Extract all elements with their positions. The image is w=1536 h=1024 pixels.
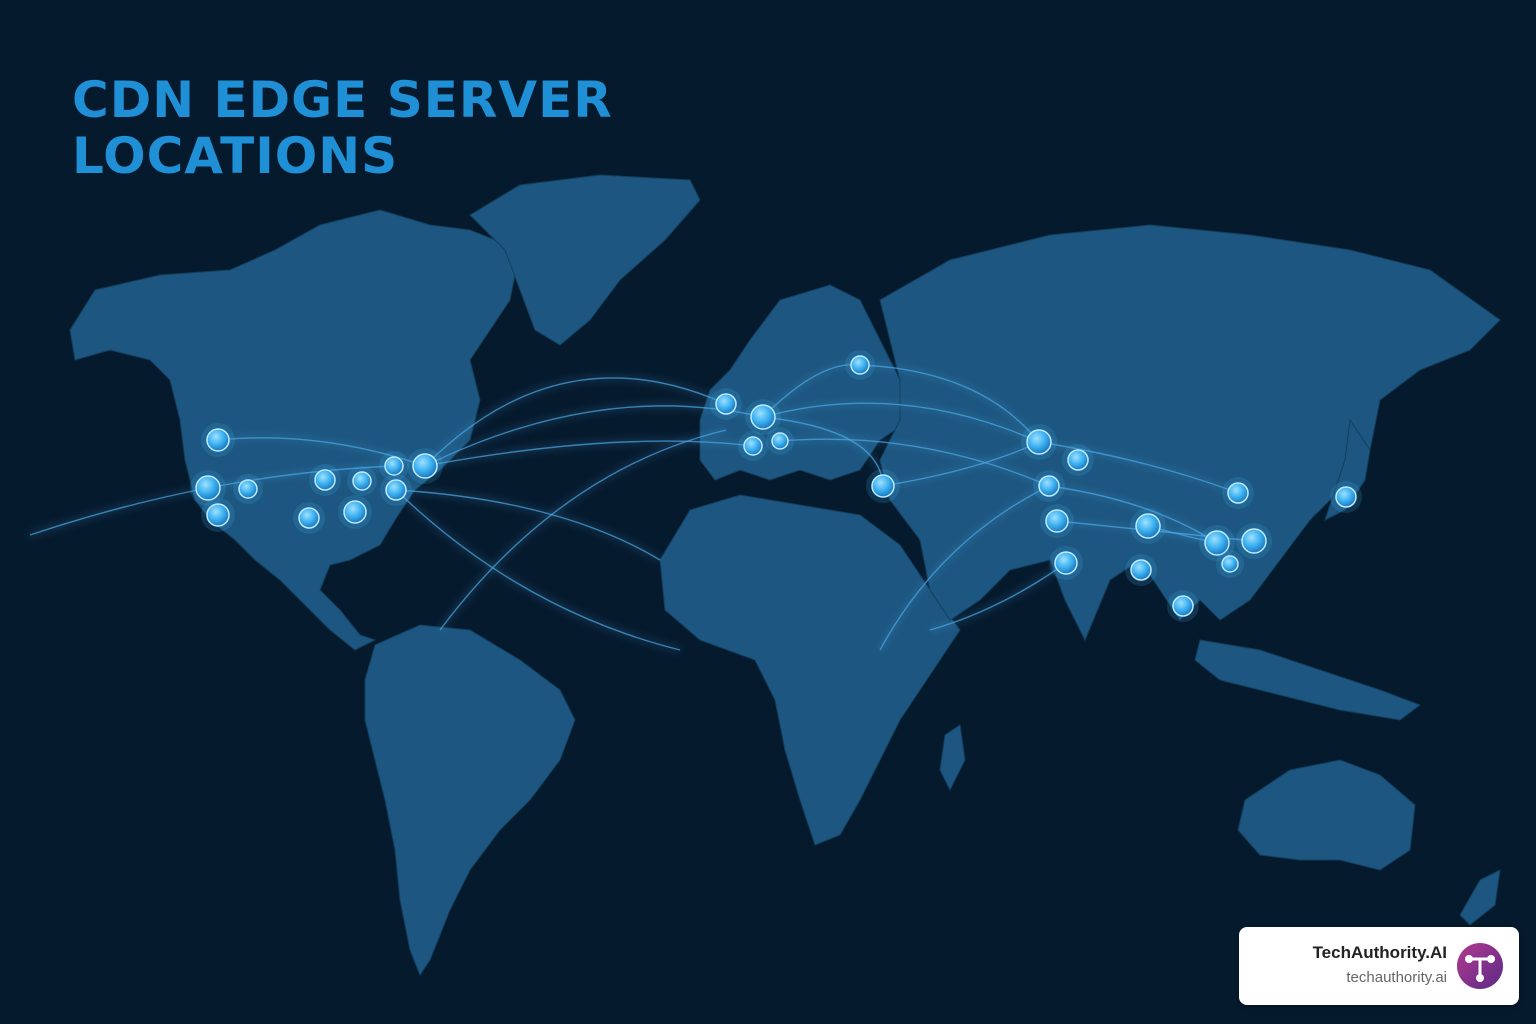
southeast-asia-islands: [1194, 639, 1422, 721]
edge-server-node-icon[interactable]: [1026, 429, 1052, 455]
edge-server-node-icon[interactable]: [352, 471, 372, 491]
route-arc: [424, 440, 754, 467]
route-arc: [929, 562, 1067, 631]
route-arc: [882, 441, 1040, 487]
edge-server-node-icon[interactable]: [1241, 528, 1267, 554]
edge-server-node-icon[interactable]: [1054, 551, 1078, 575]
edge-server-node-icon[interactable]: [1227, 482, 1249, 504]
africa-landmass: [659, 494, 961, 846]
edge-server-node-icon[interactable]: [1038, 475, 1060, 497]
edge-server-node-icon[interactable]: [206, 428, 230, 452]
edge-server-node-icon[interactable]: [1135, 513, 1161, 539]
asia-landmass: [879, 224, 1501, 642]
edge-server-node-icon[interactable]: [1221, 555, 1239, 573]
route-arc: [1038, 441, 1239, 494]
edge-server-node-icon[interactable]: [850, 355, 870, 375]
brand-card[interactable]: TechAuthority.AI techauthority.ai: [1239, 927, 1519, 1005]
route-arc: [439, 429, 727, 631]
edge-server-node-icon[interactable]: [1172, 595, 1194, 617]
map-title: CDN EDGE SERVER LOCATIONS: [72, 72, 613, 184]
route-arc: [879, 485, 1050, 651]
edge-server-node-icon[interactable]: [298, 507, 320, 529]
title-line-1: CDN EDGE SERVER: [72, 71, 613, 129]
edge-server-node-icon[interactable]: [385, 479, 407, 501]
brand-url: techauthority.ai: [1346, 969, 1447, 986]
edge-server-node-icon[interactable]: [1067, 449, 1089, 471]
edge-server-node-icon[interactable]: [206, 503, 230, 527]
edge-server-node-icon[interactable]: [1335, 486, 1357, 508]
route-arc: [29, 487, 209, 536]
edge-server-node-icon[interactable]: [771, 432, 789, 450]
australia-landmass: [1237, 759, 1416, 871]
madagascar-landmass: [939, 724, 966, 792]
edge-server-node-icon[interactable]: [871, 474, 895, 498]
title-line-2: LOCATIONS: [72, 127, 399, 185]
route-arc: [859, 364, 1040, 443]
route-arc: [762, 416, 884, 487]
edge-server-node-icon[interactable]: [743, 436, 763, 456]
route-arc: [1048, 485, 1218, 544]
route-arc: [762, 402, 1040, 443]
edge-server-node-icon[interactable]: [412, 453, 438, 479]
route-arc: [395, 489, 681, 651]
south-america-landmass: [364, 624, 576, 977]
edge-server-node-icon[interactable]: [1045, 509, 1069, 533]
edge-server-node-icon[interactable]: [750, 404, 776, 430]
edge-server-node-icon[interactable]: [384, 456, 404, 476]
route-arc: [424, 377, 727, 467]
edge-server-node-icon[interactable]: [238, 479, 258, 499]
route-arc: [207, 465, 395, 489]
edge-server-node-icon[interactable]: [715, 393, 737, 415]
edge-server-node-icon[interactable]: [343, 500, 367, 524]
edge-server-node-icon[interactable]: [1130, 559, 1152, 581]
north-america-landmass: [69, 209, 521, 651]
route-arc: [395, 489, 661, 561]
edge-server-node-icon[interactable]: [195, 475, 221, 501]
t-network-logo-icon: [1457, 943, 1503, 989]
edge-server-node-icon[interactable]: [1204, 530, 1230, 556]
greenland-landmass: [469, 174, 701, 346]
brand-name: TechAuthority.AI: [1312, 943, 1447, 962]
edge-server-node-icon[interactable]: [314, 469, 336, 491]
new-zealand-landmass: [1459, 869, 1501, 926]
route-arc: [779, 438, 1050, 487]
